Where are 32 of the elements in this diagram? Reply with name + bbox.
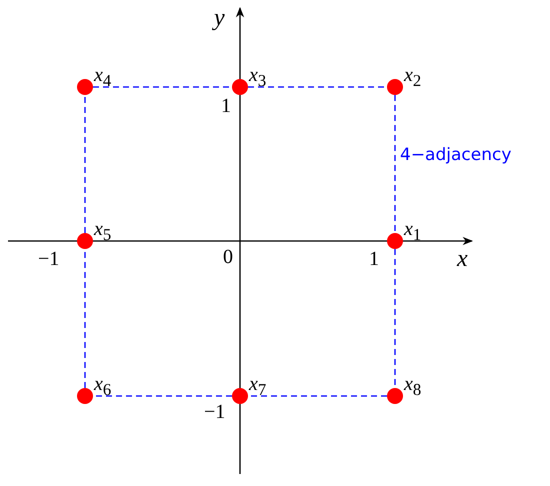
axis-label: x — [457, 247, 468, 271]
point-label: x$_{1}$ — [404, 219, 422, 244]
point-label: x$_{3}$ — [249, 65, 266, 90]
tick-label: −1 — [204, 402, 226, 422]
dashed-line — [248, 86, 387, 88]
point-label: x$_{2}$ — [404, 65, 422, 90]
dashed-line — [394, 249, 396, 388]
point-marker — [232, 388, 248, 404]
point-marker — [387, 233, 403, 249]
point-label: x$_{5}$ — [94, 219, 112, 244]
dashed-line — [93, 86, 232, 88]
tick-label: −1 — [38, 249, 60, 269]
dashed-line — [248, 395, 387, 397]
dashed-line — [93, 395, 232, 397]
point-marker — [232, 79, 248, 95]
point-marker — [77, 233, 93, 249]
tick-label: 1 — [369, 249, 379, 269]
point-marker — [77, 388, 93, 404]
tick-label: 1 — [221, 96, 231, 116]
point-label: x$_{7}$ — [249, 374, 266, 399]
dashed-line — [394, 95, 396, 233]
point-label: x$_{4}$ — [94, 65, 112, 90]
point-label: x$_{6}$ — [94, 374, 112, 399]
point-marker — [387, 388, 403, 404]
point-label: x$_{8}$ — [404, 374, 422, 399]
edge-label: 4−adjacency — [399, 144, 512, 166]
point-marker — [77, 79, 93, 95]
tick-label: 0 — [223, 247, 233, 267]
axis-label: y — [214, 6, 225, 30]
dashed-line — [84, 249, 86, 388]
point-marker — [387, 79, 403, 95]
dashed-line — [84, 95, 86, 233]
